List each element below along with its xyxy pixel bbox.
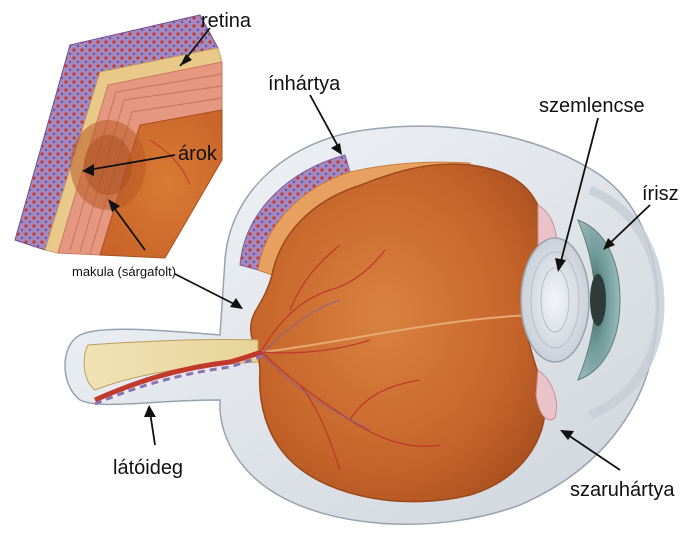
label-latoideg: látóideg <box>113 457 183 479</box>
pupil <box>590 274 606 326</box>
label-retina: retina <box>201 10 252 32</box>
arrowhead-latoideg <box>144 405 156 417</box>
label-makula: makula (sárgafolt) <box>72 264 176 279</box>
label-arok: árok <box>178 143 218 165</box>
label-irisz: írisz <box>642 183 679 205</box>
label-szaruhartya: szaruhártya <box>570 479 675 501</box>
label-szemlencse: szemlencse <box>539 95 645 117</box>
label-inhartya: ínhártya <box>268 73 341 95</box>
